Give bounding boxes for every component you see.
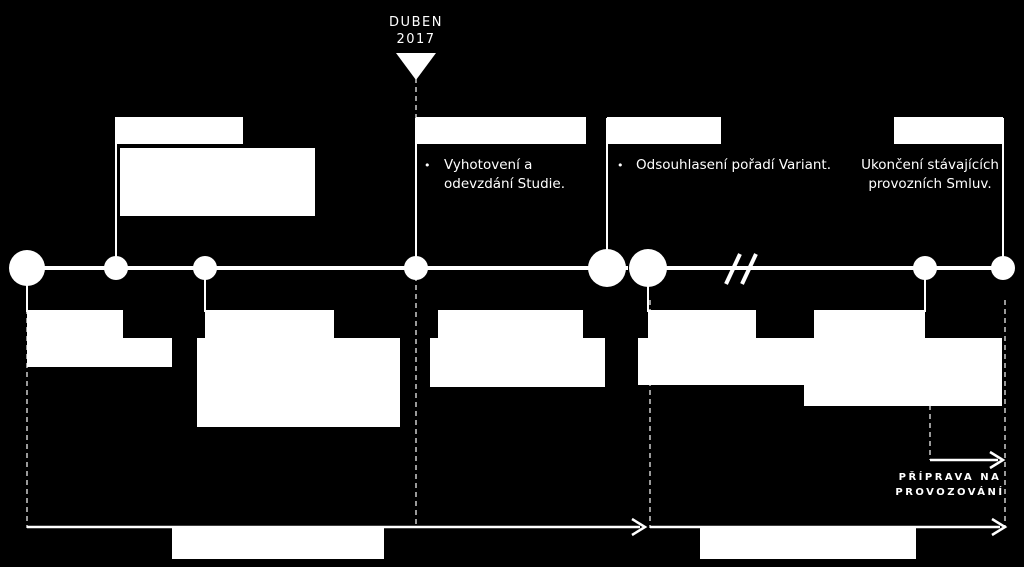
timeline-break-mark-2 bbox=[740, 253, 758, 285]
study-note-line-1: Vyhotovení a bbox=[444, 157, 533, 173]
phase-arrow-1-head bbox=[631, 517, 648, 537]
milestone-start bbox=[9, 250, 45, 286]
milestone-phase-2 bbox=[629, 249, 667, 287]
timeline-break-mark-1 bbox=[724, 253, 742, 285]
box-top-3-header bbox=[607, 117, 721, 144]
box-bottom-4-body bbox=[638, 338, 810, 385]
preparation-label-line-1: PŘÍPRAVA NA bbox=[898, 472, 1002, 483]
milestone-2 bbox=[193, 256, 217, 280]
preparation-label-line-2: PROVOZOVÁNÍ bbox=[895, 487, 1005, 498]
variants-note-bullet: • bbox=[617, 159, 624, 172]
box-bottom-4-header bbox=[648, 310, 756, 340]
study-note-bullet: • bbox=[424, 159, 431, 172]
milestone-1 bbox=[104, 256, 128, 280]
contracts-note: Ukončení stávajících provozních Smluv. bbox=[855, 156, 1005, 194]
box-top-1-body bbox=[120, 148, 315, 216]
phase-box-1 bbox=[172, 528, 384, 559]
preparation-arrow-head bbox=[989, 450, 1006, 470]
duben-marker-triangle bbox=[396, 53, 436, 80]
box-bottom-5-body bbox=[804, 338, 1002, 406]
phase-box-2 bbox=[700, 528, 916, 559]
box-top-4-header bbox=[894, 117, 1003, 144]
box-bottom-1-header bbox=[27, 310, 123, 340]
box-bottom-3-header bbox=[438, 310, 583, 340]
marker-year: 2017 bbox=[396, 32, 436, 47]
milestone-duben bbox=[404, 256, 428, 280]
milestone-preparation bbox=[913, 256, 937, 280]
box-top-2-header bbox=[416, 117, 586, 144]
box-bottom-3-body bbox=[430, 338, 605, 387]
study-note: Vyhotovení a odevzdání Studie. bbox=[444, 156, 604, 194]
milestone-end bbox=[991, 256, 1015, 280]
marker-month: DUBEN bbox=[389, 15, 443, 30]
box-bottom-2-body bbox=[197, 338, 400, 427]
box-bottom-2-header bbox=[205, 310, 334, 340]
box-bottom-5-header bbox=[814, 310, 925, 340]
preparation-label: PŘÍPRAVA NA PROVOZOVÁNÍ bbox=[880, 470, 1020, 500]
contracts-note-line-2: provozních Smluv. bbox=[868, 176, 992, 192]
variants-note: Odsouhlasení pořadí Variant. bbox=[636, 156, 856, 175]
milestone-variants bbox=[588, 249, 626, 287]
contracts-note-line-1: Ukončení stávajících bbox=[861, 157, 999, 173]
phase-arrow-2-head bbox=[991, 517, 1008, 537]
box-top-1-header bbox=[115, 117, 243, 144]
duben-marker-label: DUBEN 2017 bbox=[376, 14, 456, 48]
variants-note-line-1: Odsouhlasení pořadí Variant. bbox=[636, 157, 831, 173]
study-note-line-2: odevzdání Studie. bbox=[444, 176, 565, 192]
box-bottom-1-body bbox=[27, 338, 172, 367]
